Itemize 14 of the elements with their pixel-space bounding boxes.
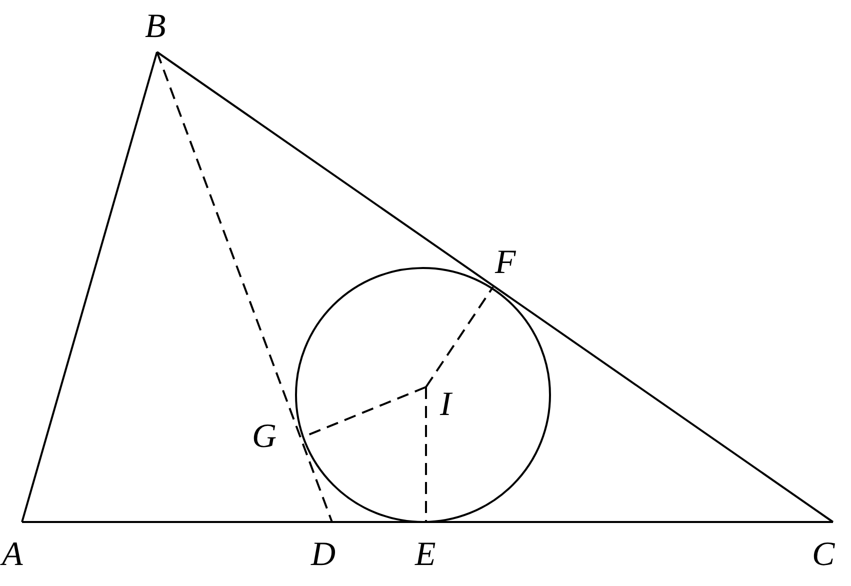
dashed-segment <box>425 387 427 522</box>
point-label: C <box>812 538 835 572</box>
line-segment <box>22 521 833 523</box>
point-label: F <box>495 246 516 280</box>
point-label: E <box>415 538 436 572</box>
point-label: B <box>145 10 166 44</box>
point-label: I <box>440 388 452 422</box>
dashed-segment <box>156 52 333 522</box>
dashed-segment <box>425 286 494 388</box>
line-segment <box>156 51 834 523</box>
line-segment <box>21 52 158 522</box>
point-label: G <box>252 420 277 454</box>
point-label: D <box>311 538 336 572</box>
point-label: A <box>2 538 23 572</box>
